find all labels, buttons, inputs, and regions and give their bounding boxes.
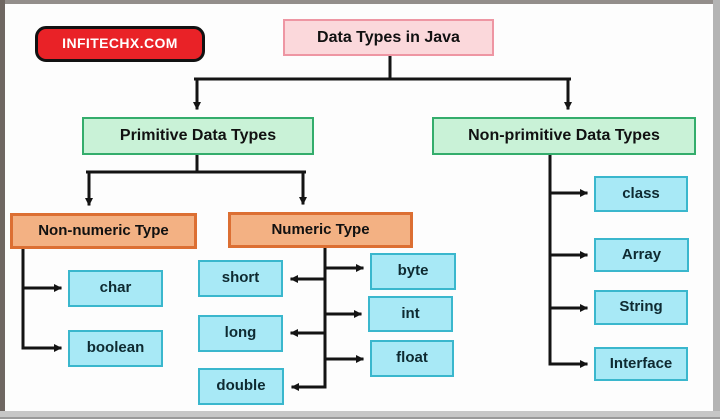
node-byte: byte bbox=[370, 253, 456, 290]
node-boolean: boolean bbox=[68, 330, 163, 367]
root-node-data-types: Data Types in Java bbox=[283, 19, 494, 56]
non-numeric-node: Non-numeric Type bbox=[10, 213, 197, 249]
node-interface: Interface bbox=[594, 347, 688, 381]
node-float: float bbox=[370, 340, 454, 377]
node-class: class bbox=[594, 176, 688, 212]
frame-edge-top bbox=[0, 0, 720, 4]
node-double: double bbox=[198, 368, 284, 405]
node-int: int bbox=[368, 296, 453, 332]
node-short: short bbox=[198, 260, 283, 297]
node-long: long bbox=[198, 315, 283, 352]
frame-edge-left bbox=[0, 0, 5, 419]
frame-edge-bottom bbox=[0, 411, 720, 419]
node-char: char bbox=[68, 270, 163, 307]
primitive-node: Primitive Data Types bbox=[82, 117, 314, 155]
node-array: Array bbox=[594, 238, 689, 272]
brand-badge: INFITECHX.COM bbox=[35, 26, 205, 62]
node-string: String bbox=[594, 290, 688, 325]
non-primitive-node: Non-primitive Data Types bbox=[432, 117, 696, 155]
frame-edge-right bbox=[713, 0, 720, 419]
numeric-node: Numeric Type bbox=[228, 212, 413, 248]
